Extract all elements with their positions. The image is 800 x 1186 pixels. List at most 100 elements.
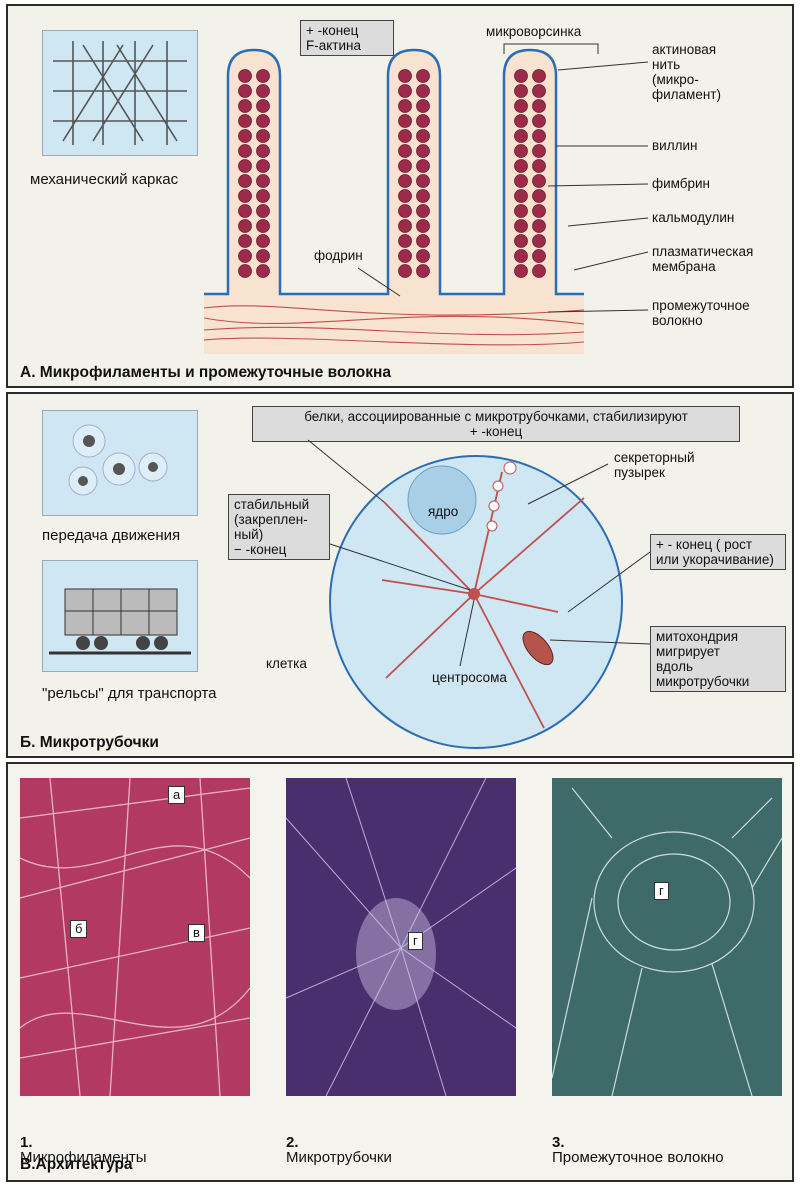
panel-b-title: Б. Микротрубочки [20, 734, 159, 751]
actin-bead [514, 264, 528, 278]
actin-bead [514, 159, 528, 173]
actin-bead [416, 129, 430, 143]
actin-bead [256, 264, 270, 278]
actin-bead [416, 84, 430, 98]
actin-bead [256, 144, 270, 158]
actin-bead [238, 99, 252, 113]
mechanical-frame-thumbnail [42, 30, 198, 156]
motion-caption: передача движения [42, 527, 181, 544]
actin-bead [514, 99, 528, 113]
actin-bead [238, 234, 252, 248]
actin-bead [256, 249, 270, 263]
actin-bead [398, 159, 412, 173]
actin-bead [238, 174, 252, 188]
actin-bead [256, 174, 270, 188]
actin-bead [532, 99, 546, 113]
caption-text-2: Микротрубочки [286, 1149, 392, 1166]
actin-bead [532, 189, 546, 203]
caption-number-3: 3. [552, 1134, 565, 1151]
actin-bead [532, 114, 546, 128]
actin-bead [398, 114, 412, 128]
actin-bead [416, 249, 430, 263]
actin-bead [238, 114, 252, 128]
marker-b: б [70, 920, 88, 938]
caption-text-3: Промежуточное волокно [552, 1149, 724, 1166]
microvillus-bracket [503, 43, 599, 54]
actin-bead [238, 84, 252, 98]
actin-bead [416, 99, 430, 113]
caption-microfilaments: 1. Микрофиламенты [20, 1120, 147, 1165]
actin-bead [514, 129, 528, 143]
caption-text-1: Микрофиламенты [20, 1149, 147, 1166]
actin-bead [256, 84, 270, 98]
actin-bead [514, 204, 528, 218]
label-plasma-membrane: плазматическая мембрана [652, 244, 754, 274]
actin-bead [532, 219, 546, 233]
label-microvillus: микроворсинка [486, 24, 582, 39]
microtubule-texture [285, 777, 517, 1097]
mitochondrion-box: митохондрия мигрирует вдоль микротрубочк… [650, 626, 786, 692]
actin-bead [238, 204, 252, 218]
actin-bead [238, 189, 252, 203]
mesh-icon [53, 41, 187, 145]
actin-bead [532, 159, 546, 173]
actin-bead [416, 204, 430, 218]
actin-bead [256, 219, 270, 233]
actin-bead [398, 204, 412, 218]
actin-bead [238, 159, 252, 173]
railway-wagon-icon [49, 588, 191, 655]
actin-bead [532, 234, 546, 248]
actin-bead [256, 234, 270, 248]
label-cell: клетка [266, 656, 307, 671]
microfilaments-micrograph [19, 777, 251, 1097]
label-calmodulin: кальмодулин [652, 210, 735, 225]
actin-bead [398, 189, 412, 203]
actin-bead [238, 129, 252, 143]
actin-bead [398, 99, 412, 113]
actin-bead [532, 264, 546, 278]
actin-bead [532, 174, 546, 188]
actin-bead [238, 249, 252, 263]
actin-bead [416, 264, 430, 278]
caption-number-2: 2. [286, 1134, 299, 1151]
actin-bead [416, 219, 430, 233]
motion-thumbnail [42, 410, 198, 516]
actin-bead [256, 189, 270, 203]
label-fodrin: фодрин [314, 248, 363, 263]
intermediate-filament-micrograph [551, 778, 783, 1097]
label-intermediate-filament: промежуточное волокно [652, 298, 750, 328]
actin-bead [416, 69, 430, 83]
microtubules-micrograph [285, 777, 517, 1097]
actin-bead [514, 114, 528, 128]
actin-bead [256, 129, 270, 143]
actin-bead [238, 219, 252, 233]
label-actin-filament: актиновая нить (микро- филамент) [652, 42, 721, 102]
marker-a: а [168, 786, 186, 804]
actin-bead [514, 249, 528, 263]
marker-v: в [188, 924, 205, 942]
marker-g-2: г [408, 932, 423, 950]
actin-bead [514, 69, 528, 83]
label-secretory-vesicle: секреторный пузырек [614, 450, 695, 480]
actin-bead [256, 159, 270, 173]
label-fimbrin: фимбрин [652, 176, 711, 191]
actin-bead [532, 69, 546, 83]
plus-end-growth-box: + - конец ( рост или укорачивание) [650, 534, 786, 570]
caption-number-1: 1. [20, 1134, 33, 1151]
actin-bead [398, 174, 412, 188]
actin-bead [532, 84, 546, 98]
actin-bead [514, 174, 528, 188]
label-centrosome: центросома [432, 670, 507, 685]
actin-bead [238, 144, 252, 158]
actin-bead [398, 249, 412, 263]
actin-bead [256, 204, 270, 218]
actin-bead [398, 219, 412, 233]
actin-bead [256, 69, 270, 83]
rails-thumbnail [42, 560, 198, 672]
label-nucleus: ядро [428, 504, 459, 519]
actin-bead [398, 264, 412, 278]
actin-bead [514, 84, 528, 98]
map-proteins-box: белки, ассоциированные с микротрубочками… [252, 406, 740, 442]
actin-bead [416, 174, 430, 188]
actin-bead [256, 99, 270, 113]
